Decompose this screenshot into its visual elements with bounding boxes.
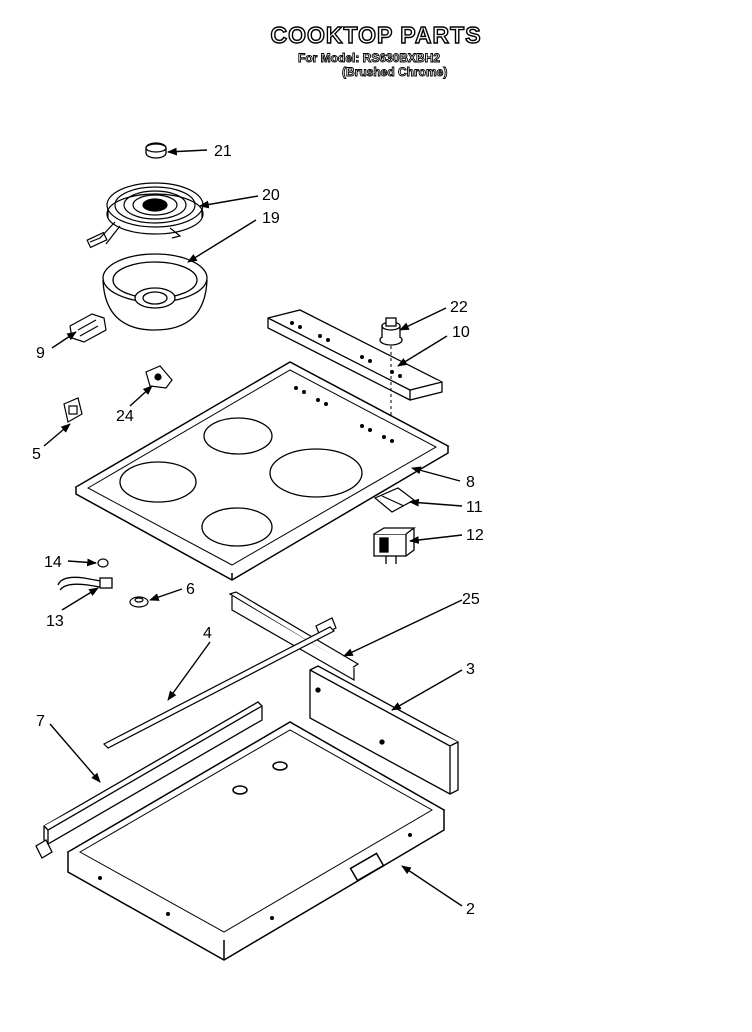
model-line: For Model: RS630BXBH2 [298,51,441,66]
part-8-cooktop [74,361,450,581]
callout-13: 13 [46,613,64,630]
callout-11: 11 [466,499,483,516]
finish-label: (Brushed Chrome) [342,65,448,80]
model-number: RS630BXBH2 [362,51,441,66]
callout-4: 4 [203,625,212,642]
part-6-spacer [129,596,149,608]
callout-21: 21 [214,143,232,160]
callout-20: 20 [262,187,280,204]
callout-8: 8 [466,474,475,491]
callout-14: 14 [44,554,62,571]
callout-7: 7 [36,713,45,730]
part-24-clip [145,365,173,389]
callout-2: 2 [466,901,475,918]
part-14-grommet [97,558,109,568]
model-label: For Model: [298,51,360,66]
part-10-control-panel [267,309,443,401]
part-21-cap [145,142,167,159]
callout-25: 25 [462,591,480,608]
page-title: COOKTOP PARTS [270,21,482,48]
callout-6: 6 [186,581,195,598]
part-2-base-pan [66,721,446,961]
callout-10: 10 [452,324,470,341]
callout-5: 5 [32,446,41,463]
part-4-strip [102,626,336,749]
callout-24: 24 [116,408,134,425]
part-5-bracket [63,397,83,423]
callout-19: 19 [262,210,280,227]
callout-22: 22 [450,299,468,316]
part-12-switch [373,527,416,564]
callout-numbers: 21 20 19 9 22 10 24 5 8 11 12 14 6 13 25… [32,143,484,918]
part-7-front-rail [35,701,263,859]
part-25-rail [228,591,360,682]
part-3-panel [309,665,459,795]
part-13-wire-harness [57,576,113,591]
callout-12: 12 [466,527,484,544]
part-9-receptacle [69,313,107,343]
part-20-surface-element [86,182,204,249]
callout-9: 9 [36,345,45,362]
part-19-drip-bowl [102,253,208,331]
leader-lines [43,147,463,907]
callout-3: 3 [466,661,475,678]
